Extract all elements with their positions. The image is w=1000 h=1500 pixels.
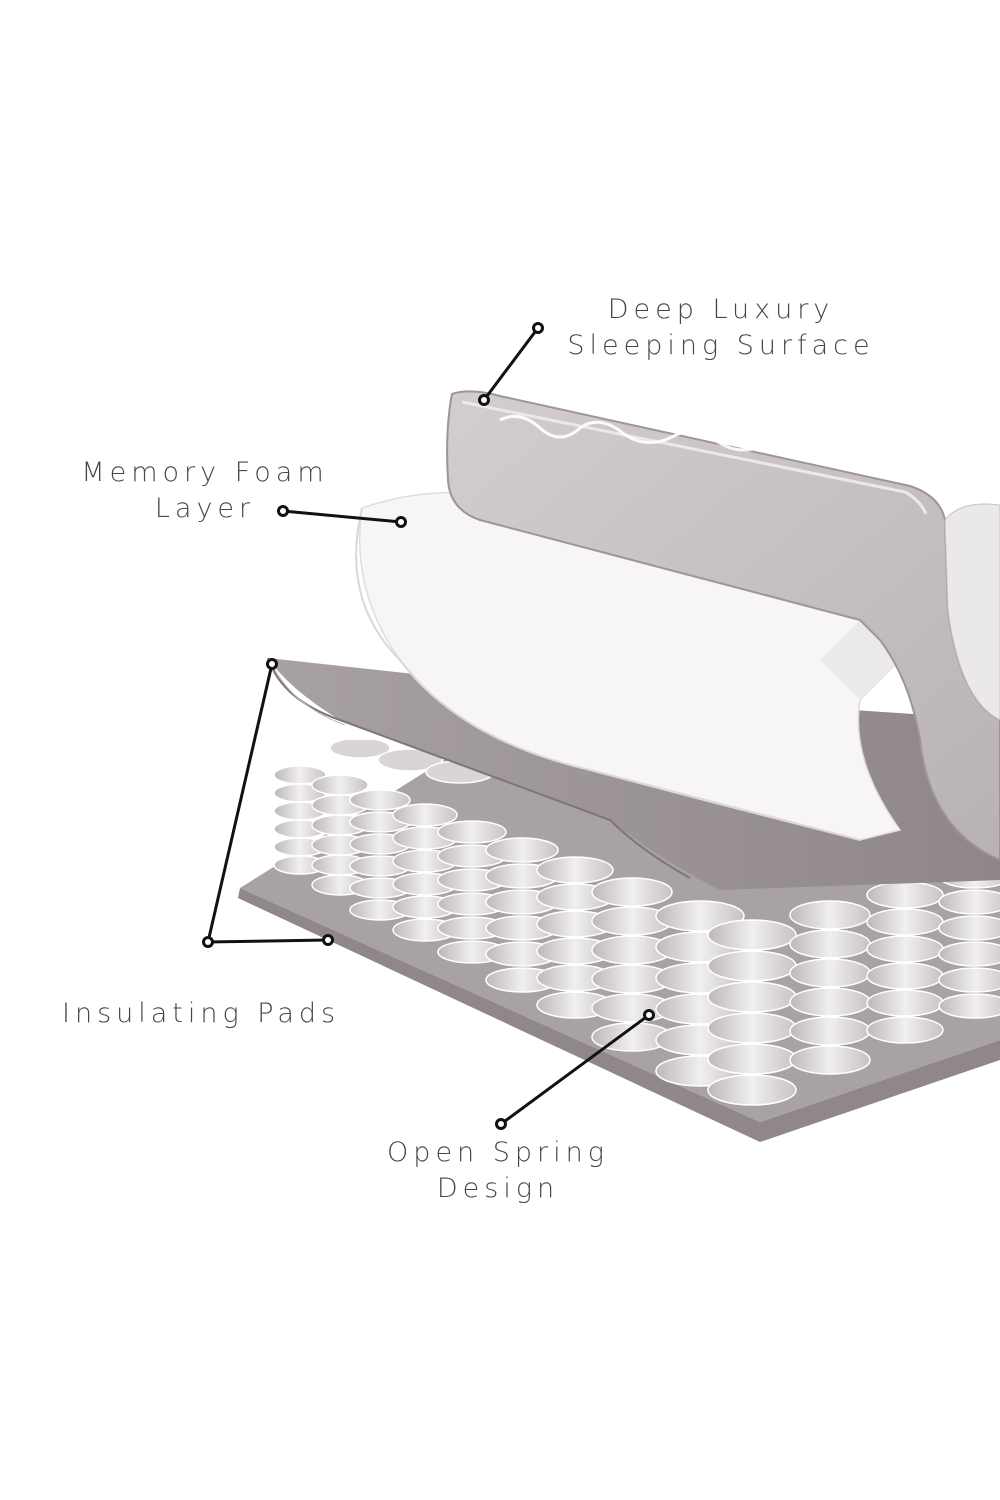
leader-line-surface	[482, 327, 540, 401]
label-sleeping-surface-line-1: Deep Luxury	[607, 294, 835, 325]
label-sleeping-surface: Deep Luxury Sleeping Surface	[556, 292, 886, 364]
label-memory-foam: Memory Foam Layer	[70, 455, 340, 527]
leader-line-spring	[500, 1013, 650, 1126]
label-open-spring: Open Spring Design	[378, 1135, 618, 1207]
label-open-spring-line-1: Open Spring	[387, 1137, 609, 1168]
label-open-spring-line-2: Design	[436, 1173, 560, 1204]
label-sleeping-surface-line-2: Sleeping Surface	[567, 330, 875, 361]
leader-dots	[202, 322, 655, 1130]
spring-coils	[273, 740, 1000, 1106]
leader-line-memory	[282, 509, 402, 524]
label-memory-foam-line-1: Memory Foam	[81, 457, 329, 488]
sleeping-surface-layer	[446, 390, 1000, 862]
label-insulating-pads: Insulating Pads	[62, 998, 341, 1029]
label-memory-foam-line-2: Layer	[154, 493, 256, 524]
